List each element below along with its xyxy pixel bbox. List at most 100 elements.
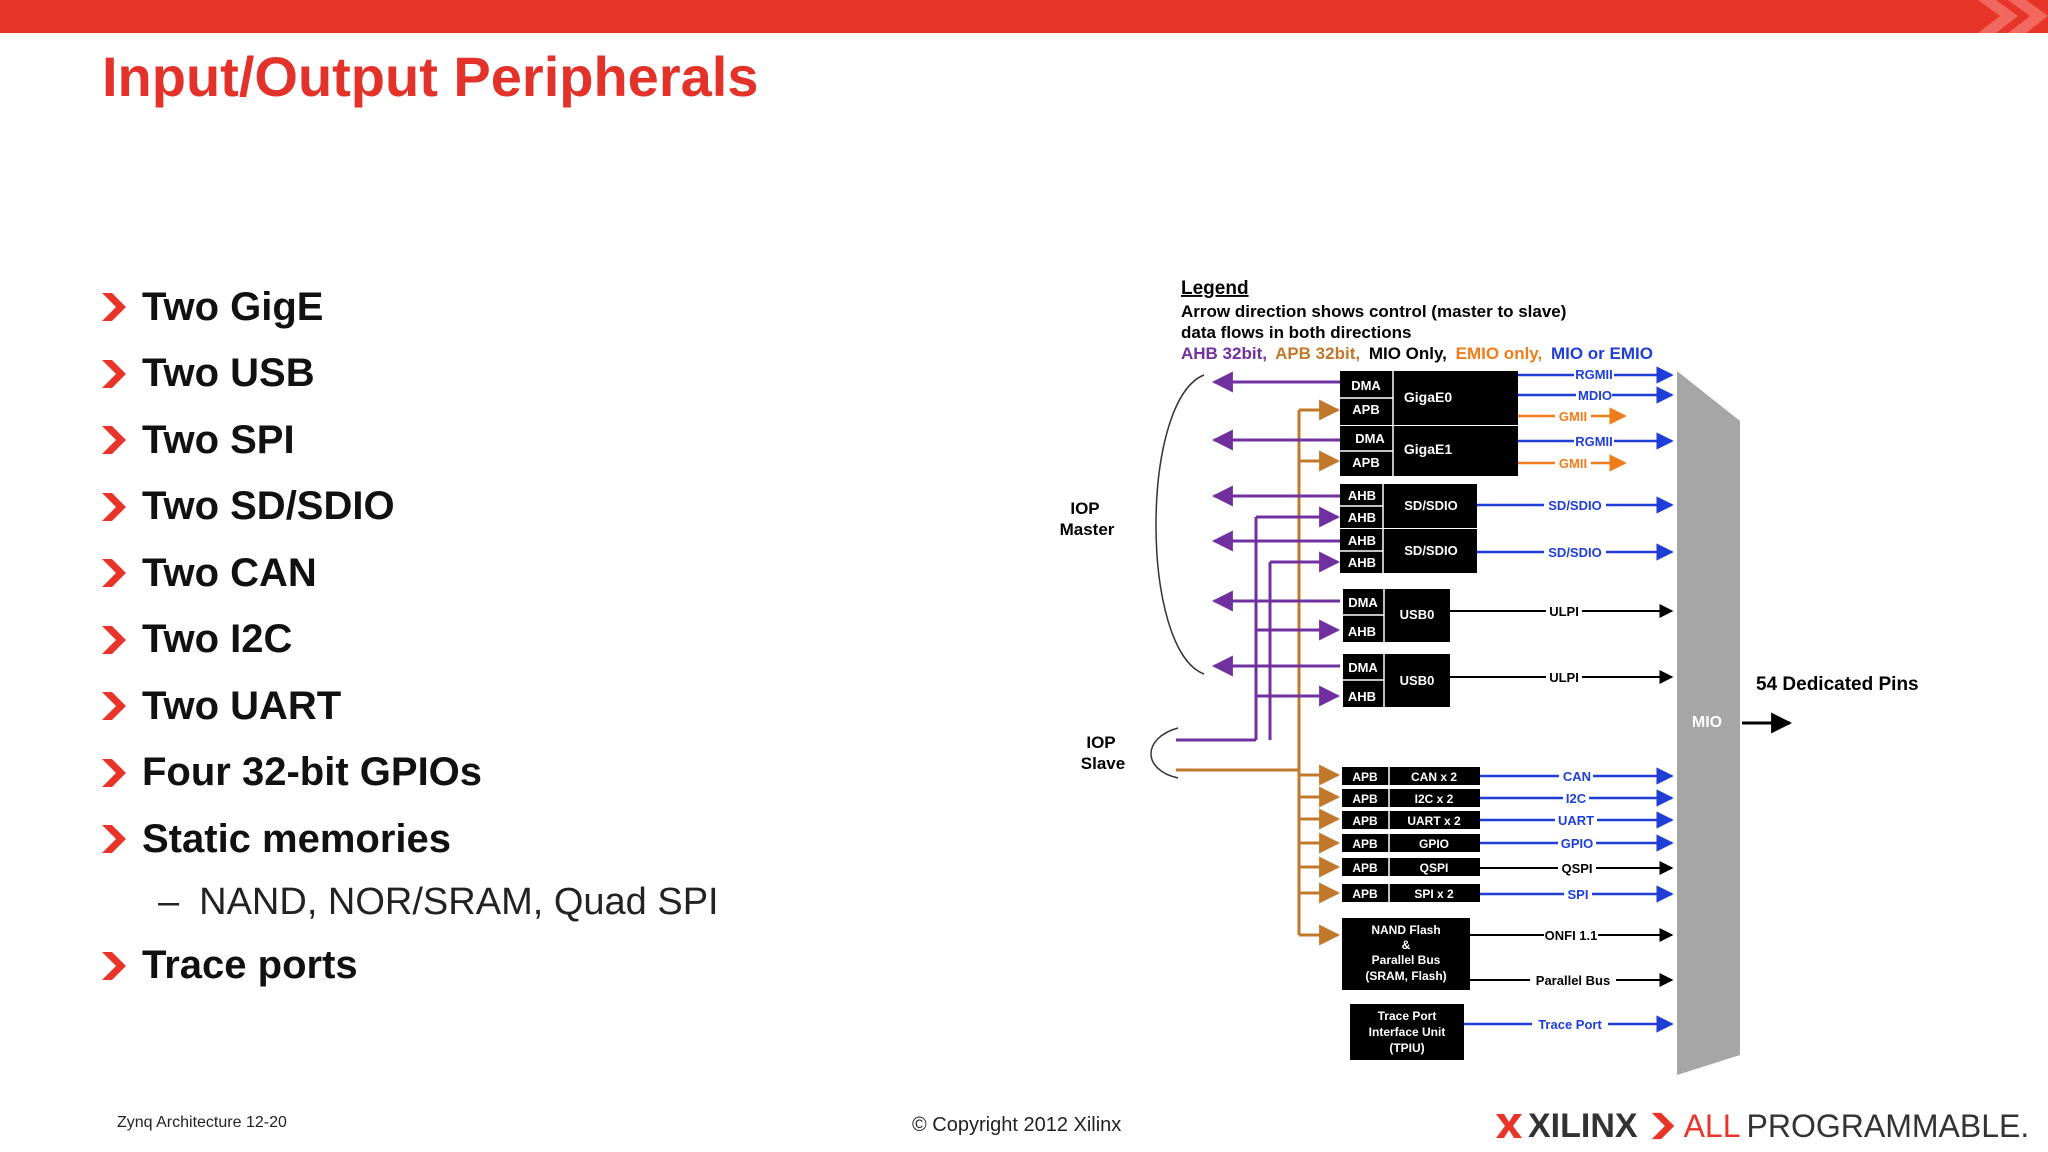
signal-gpio-label: GPIO	[1561, 836, 1594, 851]
block-qspi: APB QSPI	[1342, 858, 1480, 876]
svg-text:NAND Flash: NAND Flash	[1371, 923, 1440, 937]
sub-bullet-item: – NAND, NOR/SRAM, Quad SPI	[100, 873, 719, 933]
bullet-chevron-icon	[102, 951, 126, 980]
svg-text:&: &	[1402, 938, 1411, 952]
svg-text:APB: APB	[1352, 792, 1378, 806]
signal-i2c-label: I2C	[1566, 791, 1587, 806]
iop-master-label-1: IOP	[1070, 499, 1099, 518]
block-spi: APB SPI x 2	[1342, 884, 1480, 902]
svg-text:AHB: AHB	[1348, 624, 1376, 639]
signal-uart-label: UART	[1558, 813, 1594, 828]
bullet-text: Two SPI	[142, 417, 295, 462]
bullet-chevron-icon	[102, 692, 126, 721]
svg-text:GPIO: GPIO	[1419, 837, 1449, 851]
signal-ulpi1-label: ULPI	[1549, 670, 1579, 685]
bullet-text: Two UART	[142, 683, 342, 728]
block-gigae0: DMA APB GigaE0	[1340, 371, 1518, 425]
svg-text:DMA: DMA	[1355, 431, 1385, 446]
legend-line-1: Arrow direction shows control (master to…	[1181, 302, 1566, 321]
svg-text:APB: APB	[1352, 861, 1378, 875]
block-sdio1: AHB AHB SD/SDIO	[1340, 529, 1477, 573]
bullet-chevron-icon	[102, 426, 126, 455]
bullet-chevron-icon	[102, 359, 126, 388]
signal-gmii0-label: GMII	[1559, 409, 1587, 424]
pins-label: 54 Dedicated Pins	[1756, 674, 1919, 695]
signal-sdio1-label: SD/SDIO	[1548, 545, 1601, 560]
signal-can-label: CAN	[1563, 769, 1591, 784]
block-gpio: APB GPIO	[1342, 834, 1480, 852]
block-usb1: DMA AHB USB0	[1343, 654, 1450, 707]
bullet-item: Two UART	[100, 673, 719, 740]
svg-text:AHB: AHB	[1348, 689, 1376, 704]
svg-text:(TPIU): (TPIU)	[1389, 1041, 1424, 1055]
svg-text:APB: APB	[1352, 887, 1378, 901]
signal-mdio-label: MDIO	[1578, 388, 1612, 403]
svg-text:APB: APB	[1352, 837, 1378, 851]
bullet-text: Static memories	[142, 816, 452, 861]
svg-text:GigaE0: GigaE0	[1404, 389, 1452, 405]
svg-text:(SRAM, Flash): (SRAM, Flash)	[1365, 969, 1446, 983]
svg-text:I2C x 2: I2C x 2	[1415, 792, 1454, 806]
slide-title: Input/Output Peripherals	[102, 45, 759, 108]
iop-slave-brace	[1150, 727, 1179, 779]
signal-spi-label: SPI	[1568, 887, 1589, 902]
svg-text:USB0: USB0	[1400, 673, 1435, 688]
svg-text:SPI x 2: SPI x 2	[1414, 887, 1454, 901]
footer-course-label: Zynq Architecture 12-20	[117, 1114, 287, 1131]
bullet-text: Trace ports	[142, 943, 358, 988]
svg-text:APB: APB	[1352, 455, 1379, 470]
signal-trace-label: Trace Port	[1538, 1017, 1602, 1032]
sub-bullet-text: NAND, NOR/SRAM, Quad SPI	[199, 881, 719, 923]
svg-text:AHB: AHB	[1348, 533, 1376, 548]
bullet-item: Two CAN	[100, 540, 719, 607]
logo-chevron-icon	[1651, 1112, 1674, 1140]
bullet-chevron-icon	[102, 559, 126, 588]
svg-text:UART x 2: UART x 2	[1407, 814, 1461, 828]
svg-text:DMA: DMA	[1348, 595, 1378, 610]
legend-mio-only: MIO Only,	[1369, 344, 1447, 363]
bullet-text: Two USB	[142, 351, 315, 396]
block-nand-parallel: NAND Flash & Parallel Bus (SRAM, Flash)	[1342, 918, 1470, 990]
svg-text:AHB: AHB	[1348, 555, 1376, 570]
signal-ulpi0-label: ULPI	[1549, 604, 1579, 619]
svg-text:Trace Port: Trace Port	[1378, 1009, 1437, 1023]
block-tpiu: Trace Port Interface Unit (TPIU)	[1350, 1004, 1464, 1060]
iop-master-brace	[1155, 374, 1205, 675]
bullet-item: Trace ports	[100, 933, 719, 1000]
bullet-chevron-icon	[102, 293, 126, 322]
signal-onfi-label: ONFI 1.1	[1545, 928, 1598, 943]
bullet-text: Two SD/SDIO	[142, 484, 395, 529]
topbar-chevron-decoration	[1978, 0, 2048, 33]
svg-text:AHB: AHB	[1348, 488, 1376, 503]
logo-tag-all: ALL	[1683, 1107, 1741, 1144]
svg-text:AHB: AHB	[1348, 510, 1376, 525]
logo-tag-programmable: PROGRAMMABLE.	[1746, 1107, 2030, 1144]
block-usb0: DMA AHB USB0	[1343, 589, 1450, 642]
bullet-list: Two GigE Two USB Two SPI Two SD/SDIO Two…	[100, 274, 719, 999]
bullet-item: Four 32-bit GPIOs	[100, 740, 719, 807]
bullet-item: Two I2C	[100, 607, 719, 674]
svg-text:APB: APB	[1352, 814, 1378, 828]
svg-text:USB0: USB0	[1400, 607, 1435, 622]
signal-parallel-label: Parallel Bus	[1536, 973, 1610, 988]
bullet-item: Two GigE	[100, 274, 719, 341]
mio-label: MIO	[1692, 714, 1722, 731]
signal-qspi-label: QSPI	[1561, 861, 1592, 876]
iop-slave-label-1: IOP	[1086, 733, 1115, 752]
mio-block	[1677, 371, 1740, 1075]
bullet-item: Two SPI	[100, 407, 719, 474]
svg-text:Parallel Bus: Parallel Bus	[1372, 953, 1441, 967]
legend-apb: APB 32bit,	[1275, 344, 1360, 363]
svg-text:GigaE1: GigaE1	[1404, 441, 1452, 457]
bullet-chevron-icon	[102, 825, 126, 854]
block-can: APB CAN x 2	[1342, 767, 1480, 785]
footer-copyright: © Copyright 2012 Xilinx	[912, 1114, 1122, 1136]
svg-text:Interface Unit: Interface Unit	[1369, 1025, 1446, 1039]
bullet-item: Two USB	[100, 341, 719, 408]
bullet-item: Two SD/SDIO	[100, 474, 719, 541]
io-peripherals-diagram: Legend Arrow direction shows control (ma…	[1060, 278, 1919, 1075]
block-sdio0: AHB AHB SD/SDIO	[1340, 484, 1477, 528]
svg-text:SD/SDIO: SD/SDIO	[1404, 498, 1457, 513]
legend-mio-or-emio: MIO or EMIO	[1551, 344, 1653, 363]
svg-text:DMA: DMA	[1351, 378, 1381, 393]
